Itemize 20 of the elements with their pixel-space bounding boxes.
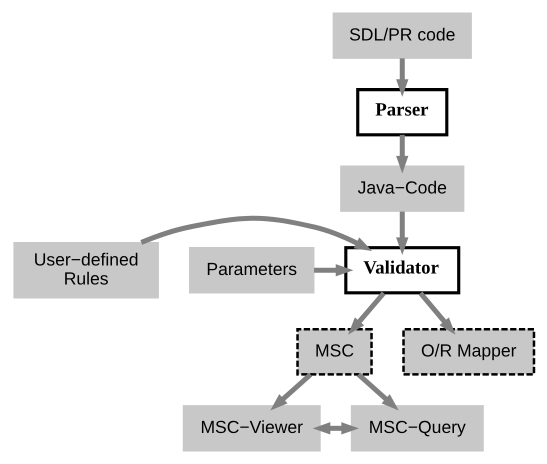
node-box: User−defined Rules <box>12 242 158 298</box>
arrow <box>396 58 408 97</box>
node-box: Parser <box>356 88 448 136</box>
arrow <box>396 134 408 174</box>
node-box: MSC−Query <box>350 405 484 452</box>
node-box: Validator <box>344 246 460 294</box>
arrow <box>356 372 398 410</box>
arrow <box>140 216 372 252</box>
arrow <box>314 264 353 276</box>
arrow <box>312 422 358 434</box>
arrow <box>348 291 386 335</box>
node-box: O/R Mapper <box>402 328 535 376</box>
arrow <box>270 372 312 410</box>
node-box: Java−Code <box>340 166 464 212</box>
node-box: MSC−Viewer <box>182 405 320 452</box>
node-box: SDL/PR code <box>332 12 472 59</box>
arrow <box>396 212 408 256</box>
node-box: MSC <box>296 328 372 376</box>
arrow <box>418 292 455 335</box>
node-box: Parameters <box>188 247 314 294</box>
